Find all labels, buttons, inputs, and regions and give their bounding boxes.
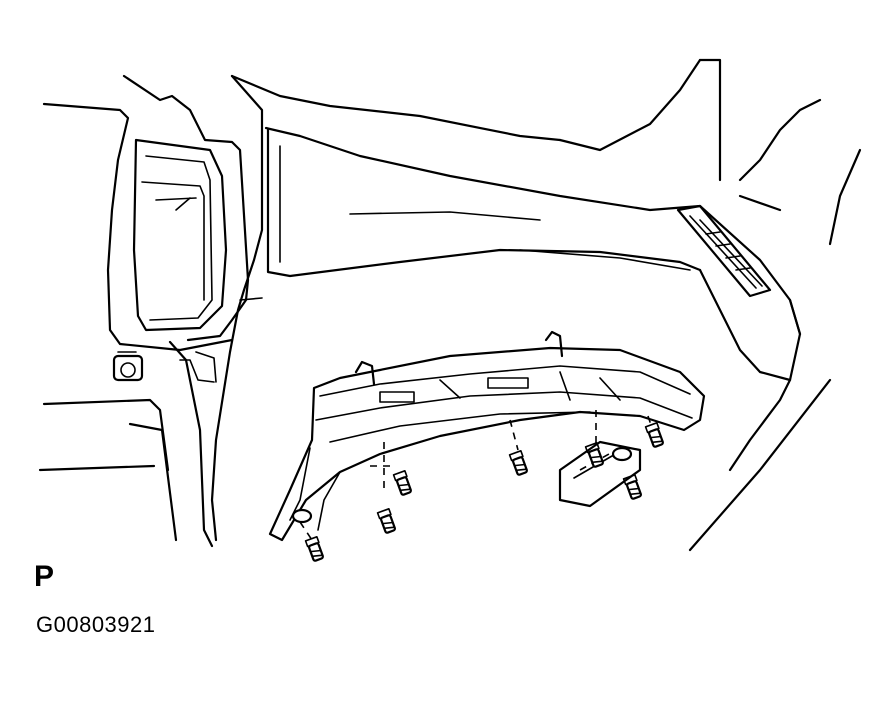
- screw-icon: [376, 507, 396, 534]
- figure-id-label: G00803921: [36, 612, 156, 637]
- screw-icon: [584, 441, 604, 468]
- side-clip: [112, 351, 144, 382]
- screw-icon: [392, 469, 412, 496]
- screw-icon: [304, 535, 324, 562]
- view-code-label: P: [34, 560, 55, 593]
- dashboard-upper-panel: [230, 58, 822, 382]
- screw-icon: [508, 449, 528, 476]
- right-dash-edge: [688, 148, 862, 552]
- clip-fastener-icon: [291, 446, 633, 524]
- screw-icon: [622, 473, 642, 500]
- center-side-panel: [168, 74, 264, 548]
- screw-icon: [644, 421, 664, 448]
- lower-panel-assembly: [268, 330, 706, 542]
- right-air-vent: [676, 204, 772, 298]
- left-pillar-frame: [38, 74, 250, 542]
- leader-lines: [299, 410, 653, 541]
- screw-icon: [304, 421, 664, 562]
